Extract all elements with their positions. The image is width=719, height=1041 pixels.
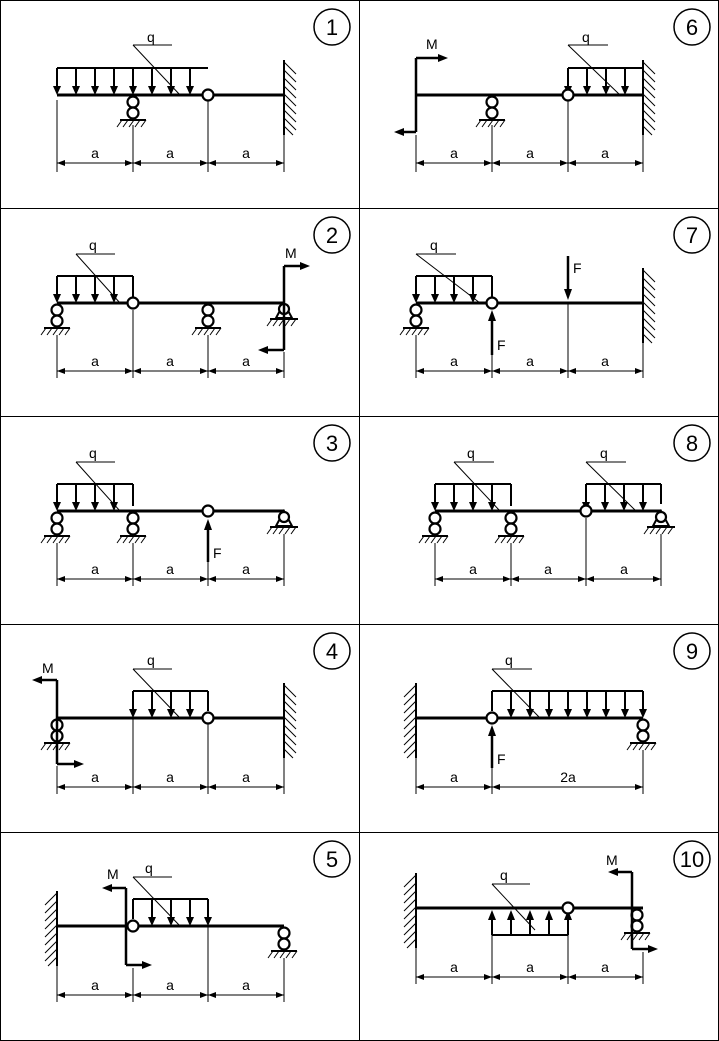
- svg-text:a: a: [91, 145, 99, 161]
- svg-text:a: a: [166, 769, 174, 785]
- svg-text:q: q: [89, 237, 97, 253]
- svg-text:a: a: [166, 977, 174, 993]
- svg-text:a: a: [91, 353, 99, 369]
- svg-text:q: q: [145, 860, 153, 876]
- svg-text:q: q: [147, 29, 155, 45]
- svg-text:q: q: [147, 652, 155, 668]
- svg-text:a: a: [166, 145, 174, 161]
- svg-text:a: a: [242, 977, 250, 993]
- svg-text:a: a: [469, 561, 477, 577]
- svg-text:a: a: [450, 353, 458, 369]
- svg-text:a: a: [450, 769, 458, 785]
- svg-text:F: F: [573, 260, 582, 276]
- svg-text:a: a: [526, 145, 534, 161]
- svg-text:9: 9: [686, 639, 698, 664]
- panel-6: 6 M q a a a: [394, 8, 711, 172]
- svg-text:q: q: [430, 237, 438, 253]
- panel-7: 7 q F F a a a: [398, 216, 711, 378]
- svg-text:q: q: [505, 652, 513, 668]
- svg-text:q: q: [89, 445, 97, 461]
- svg-text:a: a: [242, 145, 250, 161]
- svg-text:3: 3: [326, 431, 338, 456]
- svg-text:M: M: [426, 36, 438, 52]
- svg-text:a: a: [620, 561, 628, 577]
- svg-text:10: 10: [680, 847, 704, 872]
- svg-text:5: 5: [326, 847, 338, 872]
- svg-text:a: a: [242, 769, 250, 785]
- panel-5: 5 q M a a a: [44, 840, 351, 1002]
- panel-9: 9 q F a 2a: [403, 632, 711, 794]
- svg-text:a: a: [91, 769, 99, 785]
- svg-text:F: F: [213, 545, 222, 561]
- svg-text:a: a: [601, 353, 609, 369]
- svg-text:q: q: [467, 445, 475, 461]
- svg-text:8: 8: [686, 431, 698, 456]
- svg-text:a: a: [91, 561, 99, 577]
- svg-text:a: a: [526, 959, 534, 975]
- svg-text:7: 7: [686, 223, 698, 248]
- svg-text:M: M: [606, 852, 618, 868]
- svg-text:q: q: [600, 445, 608, 461]
- svg-text:a: a: [544, 561, 552, 577]
- panel-8: 8 q q a a a: [417, 424, 711, 586]
- svg-text:a: a: [242, 353, 250, 369]
- svg-text:2: 2: [326, 223, 338, 248]
- svg-text:2a: 2a: [560, 769, 576, 785]
- panel-2: 2 q M a a a: [39, 216, 351, 378]
- svg-text:M: M: [42, 660, 54, 676]
- load-arrows: [53, 68, 194, 95]
- svg-text:a: a: [166, 353, 174, 369]
- svg-text:F: F: [497, 751, 506, 767]
- svg-text:a: a: [601, 145, 609, 161]
- svg-text:M: M: [285, 245, 297, 261]
- svg-text:a: a: [601, 959, 609, 975]
- svg-text:a: a: [91, 977, 99, 993]
- svg-text:4: 4: [326, 639, 338, 664]
- panel-1: 1 q a a a: [53, 8, 351, 172]
- svg-text:q: q: [582, 29, 590, 45]
- svg-text:a: a: [166, 561, 174, 577]
- svg-text:1: 1: [326, 15, 338, 40]
- svg-text:6: 6: [686, 15, 698, 40]
- svg-text:F: F: [497, 337, 506, 353]
- panel-4: 4 q M a a a: [32, 632, 351, 794]
- svg-text:q: q: [500, 867, 508, 883]
- svg-text:a: a: [526, 353, 534, 369]
- svg-text:a: a: [450, 145, 458, 161]
- svg-text:M: M: [107, 866, 119, 882]
- panel-3: 3 q F a a a: [39, 424, 351, 586]
- panel-10: 10 q M a a a: [403, 840, 711, 984]
- svg-text:a: a: [242, 561, 250, 577]
- svg-text:a: a: [450, 959, 458, 975]
